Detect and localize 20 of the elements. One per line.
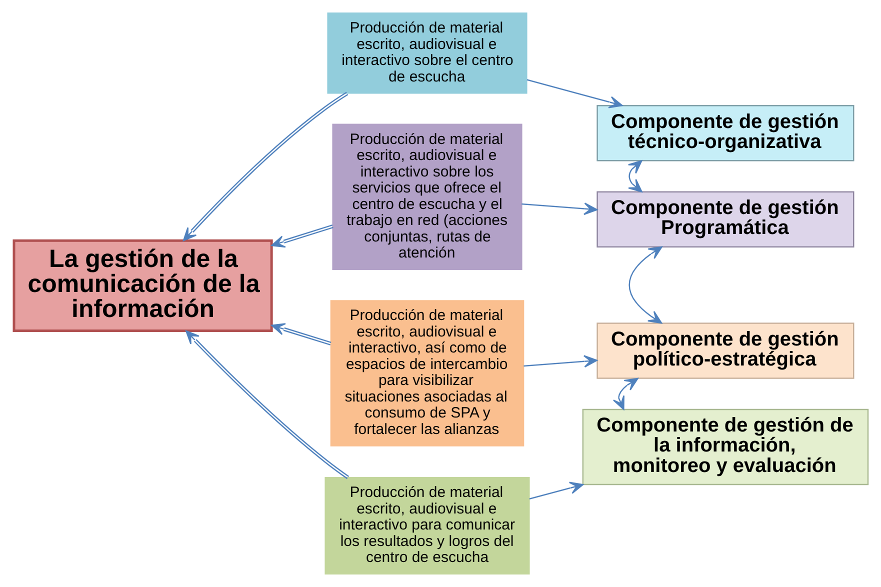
arrow [528,482,584,500]
node-box: Componente de gestión Programática [596,191,854,248]
arrow [270,224,333,248]
node-box: Producción de material escrito, audiovisual e interactivo para comunicar los resultados y logros del centro de escucha [324,477,530,575]
node-box: Componente de gestión técnico-organizativa [596,105,854,162]
node-box: Componente de gestión de la información, monitoreo y evaluación [582,408,868,486]
node-box: Producción de material escrito, audiovisual e interactivo, así como de espacios de intercambio para visibilizar situaciones asociadas al consumo de SPA y fortalecer las alianzas [330,300,524,446]
arrow [185,330,349,480]
arrow [526,79,622,108]
arrow [270,323,331,346]
node-box: Producción de material escrito, audiovisual e interactivo sobre los servicios que ofrece el centro de escucha y el trabajo en red (acciones conjuntas, rutas de atención [332,124,522,270]
arrow [182,92,348,242]
node-box: La gestión de la comunicación de la información [12,239,272,332]
arrow [521,202,597,216]
node-box: Componente de gestión político-estratégica [596,322,854,379]
node-box: Producción de material escrito, audiovisual e interactivo sobre el centro de escucha [326,12,527,94]
arrow [523,355,597,368]
arrow [627,160,642,192]
arrow [612,378,638,410]
arrow [628,246,662,324]
